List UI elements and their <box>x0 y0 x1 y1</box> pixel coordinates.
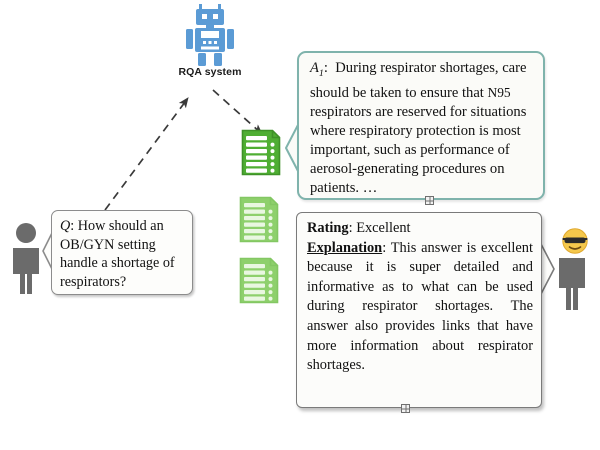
answer-text-part-2: respirators are reserved for situations … <box>310 104 527 197</box>
answer-n95-term: N95 <box>487 85 511 100</box>
evaluation-callout-tail <box>540 243 555 295</box>
rqa-system-label: RQA system <box>178 66 242 78</box>
question-box[interactable]: Q: How should an OB/GYN setting handle a… <box>51 210 193 295</box>
person-silhouette-icon <box>13 223 39 294</box>
answer-separator: : <box>323 60 328 76</box>
answer-text-part-1: During respirator shortages, care should… <box>310 60 527 101</box>
explanation-text: This answer is excellent because it is s… <box>307 239 533 374</box>
explanation-label: Explanation <box>307 239 383 256</box>
rating-line: Rating: Excellent <box>307 219 533 239</box>
rating-separator: : <box>348 220 357 236</box>
explanation-separator: : <box>382 239 391 256</box>
document-list-icon-2[interactable] <box>239 196 279 243</box>
document-list-icon-3[interactable] <box>239 257 279 304</box>
question-prefix: Q <box>60 218 71 234</box>
rating-value: Excellent <box>356 220 411 236</box>
robot-icon <box>186 4 234 66</box>
rating-label: Rating <box>307 220 349 236</box>
person-with-sunglasses-body-icon <box>559 258 585 310</box>
answer-box[interactable]: A1: During respirator shortages, care sh… <box>297 51 545 200</box>
evaluation-box[interactable]: Rating: Excellent Explanation: This answ… <box>296 212 542 408</box>
answer-callout-tail <box>285 122 300 174</box>
answer-prefix: A1 <box>310 60 324 79</box>
sunglasses-emoji-icon <box>562 228 588 254</box>
question-separator: : <box>70 218 78 234</box>
question-to-rqa-arrow <box>104 97 189 211</box>
grid-handle-icon-evaluation[interactable] <box>401 404 410 413</box>
grid-handle-icon-answer[interactable] <box>425 196 434 205</box>
question-text: How should an OB/GYN setting handle a sh… <box>60 218 175 290</box>
document-list-icon-1[interactable] <box>241 129 281 176</box>
rqa-system-node: RQA system <box>150 4 270 82</box>
rqa-to-documents-arrow <box>212 89 263 135</box>
explanation-line: Explanation: This answer is excellent be… <box>307 239 533 376</box>
